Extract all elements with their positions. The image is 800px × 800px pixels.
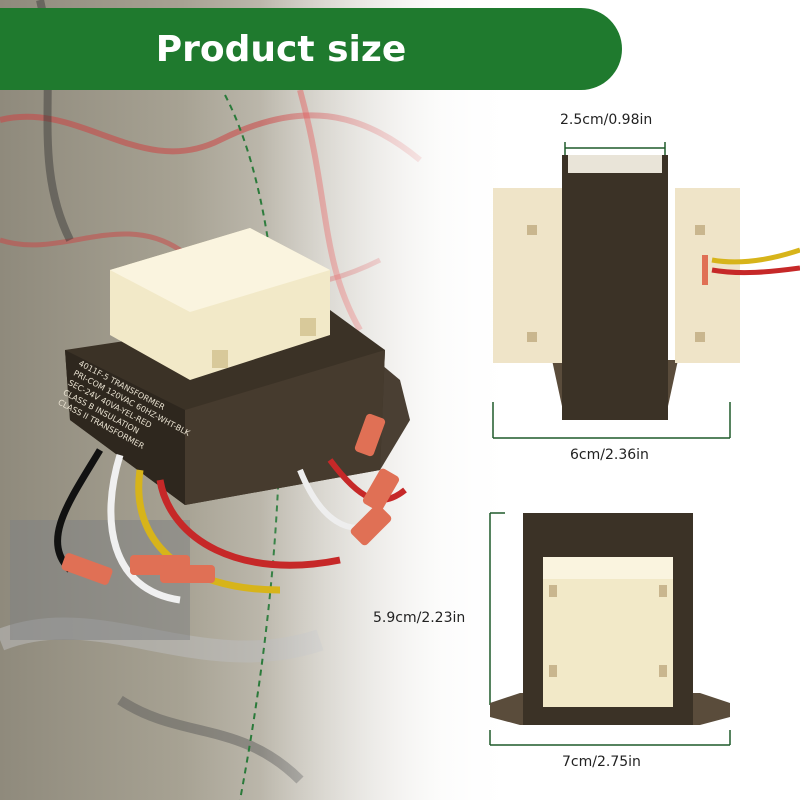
transformer-front-view <box>489 512 731 746</box>
side-width-label: 6cm/2.36in <box>570 447 649 463</box>
title-banner: Product size <box>0 8 622 90</box>
banner-title: Product size <box>155 28 407 70</box>
top-width-label: 2.5cm/0.98in <box>560 112 653 128</box>
front-width-label: 7cm/2.75in <box>562 754 641 770</box>
front-height-label: 5.9cm/2.23in <box>373 610 466 626</box>
transformer-side-view <box>492 142 800 439</box>
transformer-main-image: 4011F-5 TRANSFORMER PRI-COM 120VAC 60HZ-… <box>54 228 410 604</box>
